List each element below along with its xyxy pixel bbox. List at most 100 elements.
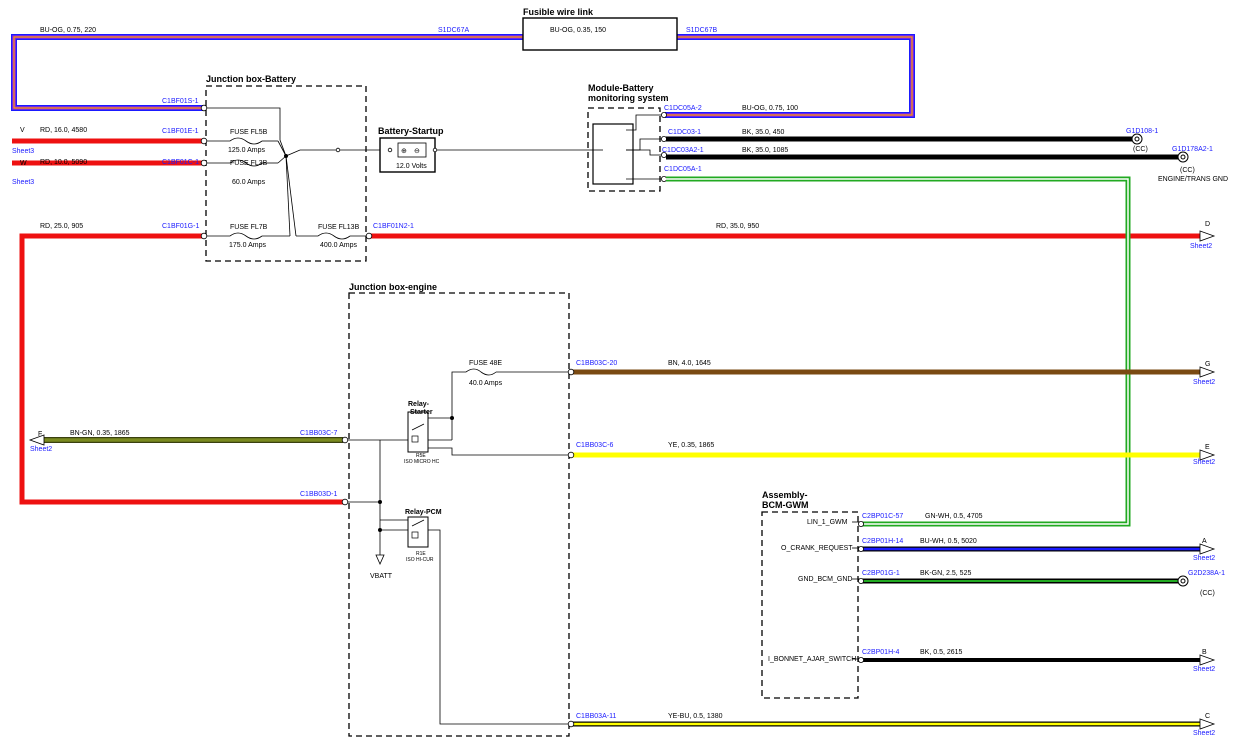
bcm-pin-crank: O_CRANK_REQUEST xyxy=(781,545,853,552)
wire-label-bngn: BN-GN, 0.35, 1865 xyxy=(70,430,130,437)
junction-box-engine xyxy=(348,292,570,737)
offpage-arrow-f xyxy=(28,434,45,446)
splice-s1dc67a: S1DC67A xyxy=(438,27,469,34)
battery-volts: 12.0 Volts xyxy=(396,163,427,170)
conn-c1bf01s1: C1BF01S-1 xyxy=(162,98,199,105)
bcm-pin-lin: LIN_1_GWM xyxy=(807,519,848,526)
offpage-arrow-b xyxy=(1199,654,1216,666)
conn-c1bb03c7: C1BB03C-7 xyxy=(300,430,337,437)
fusible-link-title: Fusible wire link xyxy=(523,7,594,17)
wire-label-ye: YE, 0.35, 1865 xyxy=(668,442,714,449)
jb-battery-junction-dot xyxy=(284,154,288,158)
wire-label-rd35: RD, 35.0, 950 xyxy=(716,223,759,230)
offpage-e: E xyxy=(1205,444,1210,451)
fuse-fl5b: FUSE FL5B xyxy=(230,129,268,136)
fuse-fl13b-amps: 400.0 Amps xyxy=(320,242,357,249)
conn-c1dc05a1: C1DC05A-1 xyxy=(664,166,702,173)
conn-c2bp01g1: C2BP01G-1 xyxy=(862,570,900,577)
ground-g1d178-icon xyxy=(1177,151,1189,163)
offpage-b-sheet: Sheet2 xyxy=(1193,666,1215,673)
wire-label-v: RD, 16.0, 4580 xyxy=(40,127,87,134)
offpage-a: A xyxy=(1202,538,1207,545)
ground-g1d178-inner xyxy=(1180,154,1186,160)
relay-starter-coil xyxy=(411,435,419,443)
relay-pcm-switch xyxy=(411,519,425,527)
offpage-c: C xyxy=(1205,713,1210,720)
junction-dot-starter xyxy=(450,416,454,420)
jb-battery-internal-wiring xyxy=(205,107,590,237)
offpage-f-sheet: Sheet2 xyxy=(30,446,52,453)
conn-c2bp01c57: C2BP01C-57 xyxy=(862,513,903,520)
wire-label-yebu: YE-BU, 0.5, 1380 xyxy=(668,713,723,720)
wire-label-bk450: BK, 35.0, 450 xyxy=(742,129,785,136)
conn-c1bf01c1: C1BF01C-1 xyxy=(162,159,199,166)
conn-c2bp01h14: C2BP01H-14 xyxy=(862,538,903,545)
battery-plus-icon: ⊕ xyxy=(401,148,407,155)
battery-pin-neg xyxy=(432,147,438,153)
jb-engine-title: Junction box-engine xyxy=(349,282,437,292)
bcm-pin-gnd: GND_BCM_GND xyxy=(798,576,852,583)
bcm-title-2: BCM-GWM xyxy=(762,500,809,510)
engine-trans-gnd: ENGINE/TRANS GND xyxy=(1158,176,1228,183)
conn-c1bb03a11: C1BB03A-11 xyxy=(576,713,616,720)
offpage-b: B xyxy=(1202,649,1207,656)
conn-c1dc031: C1DC03-1 xyxy=(668,129,701,136)
conn-c1bb03c20: C1BB03C-20 xyxy=(576,360,617,367)
junction-dot-vbatt xyxy=(378,500,382,504)
relay-starter-switch xyxy=(411,423,425,431)
conn-c1bf01e1: C1BF01E-1 xyxy=(162,128,199,135)
bms-title-1: Module-Battery xyxy=(588,83,654,93)
ground-g1d108: G1D108-1 xyxy=(1126,128,1158,135)
fuse-symbols xyxy=(229,137,351,240)
inline-node xyxy=(335,147,341,153)
relay-starter-sub1: R5E xyxy=(416,453,426,459)
relay-starter-title-2: Starter xyxy=(410,409,433,416)
conn-c1bf01g1: C1BF01G-1 xyxy=(162,223,199,230)
relay-pcm-coil xyxy=(411,531,419,539)
offpage-arrow-g xyxy=(1199,366,1216,378)
module-battery-monitoring xyxy=(587,107,661,192)
relay-pcm-sub2: ISO HI-CUR xyxy=(406,557,434,563)
wire-label-rd25: RD, 25.0, 905 xyxy=(40,223,83,230)
relay-pcm-sub1: R1E xyxy=(416,551,426,557)
ground-g1d178-cc: (CC) xyxy=(1180,167,1195,174)
wire-label-gnwh: GN-WH, 0.5, 4705 xyxy=(925,513,983,520)
bu-og-top-wire xyxy=(11,34,915,118)
offpage-g-sheet: Sheet2 xyxy=(1193,379,1215,386)
battery-symbol xyxy=(397,142,427,158)
conn-c2bp01h4: C2BP01H-4 xyxy=(862,649,899,656)
jb-engine-internal xyxy=(345,371,570,725)
bcm-title-1: Assembly- xyxy=(762,490,808,500)
splice-s1dc67b: S1DC67B xyxy=(686,27,717,34)
conn-c1bf01n21: C1BF01N2-1 xyxy=(373,223,414,230)
fuse-48e-symbol xyxy=(465,368,497,376)
offpage-v-sheet: Sheet3 xyxy=(12,179,34,186)
ground-g2d238-cc: (CC) xyxy=(1200,590,1215,597)
offpage-w: W xyxy=(20,160,27,167)
wire-label-bn: BN, 4.0, 1645 xyxy=(668,360,711,367)
battery-minus-icon: ⊖ xyxy=(414,148,420,155)
offpage-d-sheet: Sheet2 xyxy=(1190,243,1212,250)
relay-starter-title-1: Relay- xyxy=(408,401,430,408)
offpage-g: G xyxy=(1205,361,1210,368)
vbatt-arrow-icon xyxy=(375,554,385,565)
conn-c1bb03d1: C1BB03D-1 xyxy=(300,491,337,498)
wire-label-bk2615: BK, 0.5, 2615 xyxy=(920,649,963,656)
fuse-fl5b-amps: 125.0 Amps xyxy=(228,147,265,154)
jb-battery-pins xyxy=(200,104,373,240)
relay-starter-sub2: ISO MICRO HC xyxy=(404,459,440,465)
offpage-arrow-a xyxy=(1199,543,1216,555)
fuse-fl7b-amps: 175.0 Amps xyxy=(229,242,266,249)
battery-pin-pos xyxy=(387,147,393,153)
wire-label-bms-top: BU-OG, 0.75, 100 xyxy=(742,105,798,112)
bcm-pin-bonnet: I_BONNET_AJAR_SWITCH xyxy=(768,656,856,663)
ground-g1d108-inner xyxy=(1134,136,1140,142)
bcm-internal xyxy=(852,521,860,660)
ground-g2d238-inner xyxy=(1180,578,1186,584)
offpage-v: V xyxy=(20,127,25,134)
assembly-bcm-gwm xyxy=(761,511,859,699)
conn-c1bb03c6: C1BB03C-6 xyxy=(576,442,613,449)
offpage-c-sheet: Sheet2 xyxy=(1193,730,1215,737)
jb-engine-pins xyxy=(341,368,575,728)
